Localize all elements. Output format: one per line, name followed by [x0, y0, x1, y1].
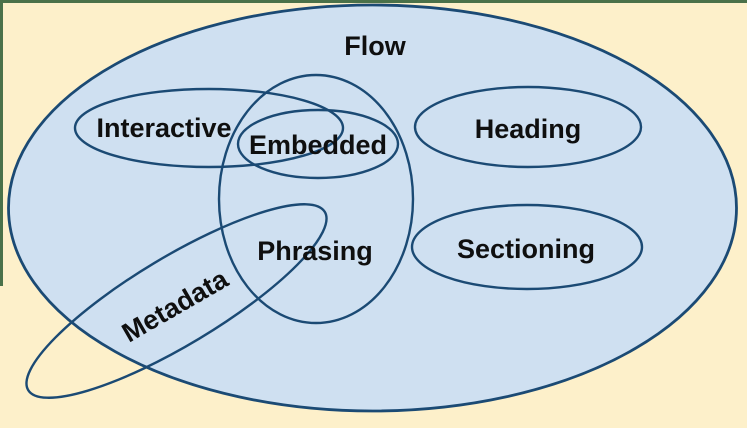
phrasing-set-ellipse [217, 73, 415, 325]
phrasing-set-label: Phrasing [257, 236, 373, 266]
sectioning-set-label: Sectioning [457, 234, 595, 264]
interactive-set-label: Interactive [96, 113, 231, 143]
embedded-set-ellipse [236, 108, 400, 180]
heading-set-label: Heading [475, 114, 582, 144]
frame-border-left [0, 0, 3, 286]
embedded-set-label: Embedded [249, 130, 387, 160]
frame-border-top [0, 0, 747, 3]
sectioning-set-ellipse [410, 203, 644, 291]
interactive-set-ellipse [73, 87, 345, 169]
flow-set-label: Flow [344, 31, 406, 61]
heading-set-ellipse [413, 85, 643, 169]
metadata-set-ellipse [25, 203, 328, 399]
flow-set-ellipse [7, 3, 738, 413]
